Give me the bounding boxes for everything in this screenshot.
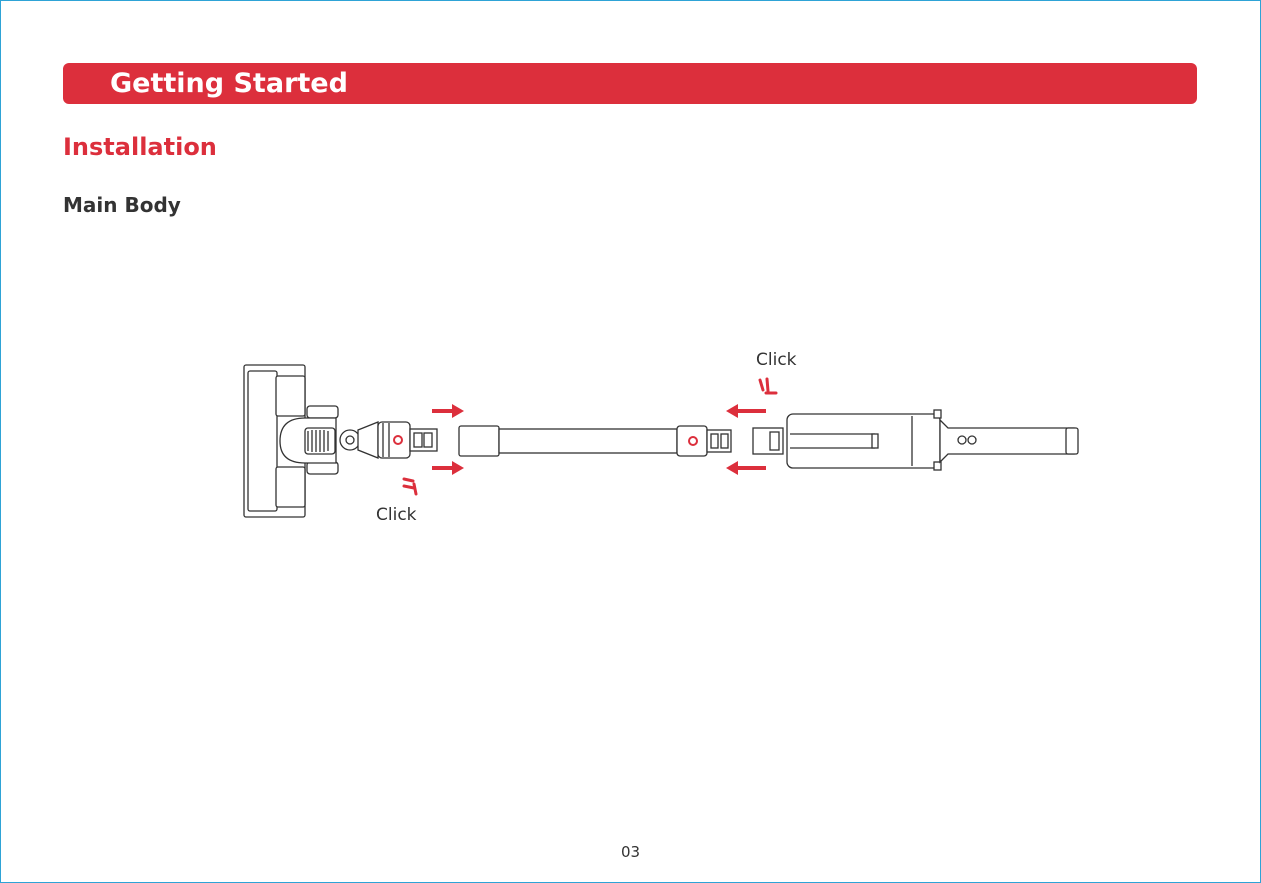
page-number: 03 <box>0 843 1261 861</box>
click-label-bottom: Click <box>376 505 417 525</box>
arrow-left-icon <box>726 404 766 418</box>
arrow-right-icon <box>432 461 464 475</box>
extension-tube <box>459 426 731 456</box>
release-button-icon <box>394 436 402 444</box>
release-button-icon <box>689 437 697 445</box>
floor-brush-head <box>244 365 437 517</box>
click-burst-icon <box>404 479 416 494</box>
main-body-unit <box>753 410 1078 470</box>
arrow-right-icon <box>432 404 464 418</box>
click-label-top: Click <box>756 350 797 370</box>
click-burst-icon <box>760 379 776 393</box>
arrow-left-icon <box>726 461 766 475</box>
